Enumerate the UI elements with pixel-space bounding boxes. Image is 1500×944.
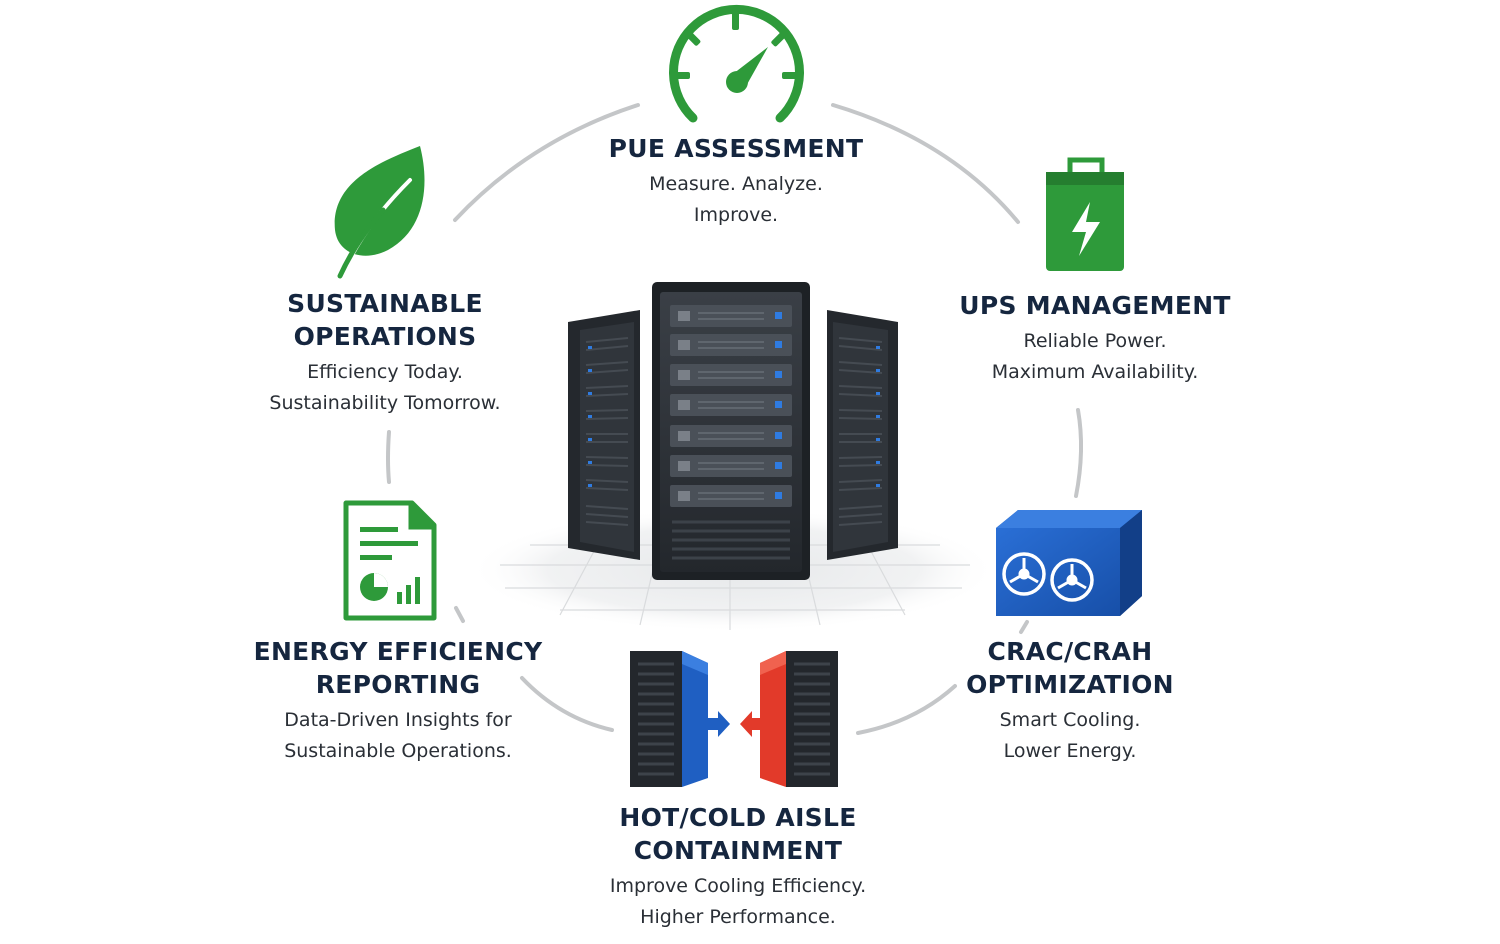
report-document-icon: [343, 500, 437, 621]
node-title: HOT/COLD AISLE CONTAINMENT: [578, 801, 898, 867]
leaf-icon: [334, 146, 425, 279]
title-line: OPTIMIZATION: [966, 670, 1174, 699]
title-line: PUE ASSESSMENT: [608, 134, 864, 163]
subtitle-line: Lower Energy.: [1003, 740, 1137, 762]
subtitle-line: Maximum Availability.: [991, 361, 1199, 383]
arc-aisle-to-reporting: [520, 676, 614, 732]
node-title: CRAC/CRAH OPTIMIZATION: [930, 635, 1210, 701]
title-line: OPERATIONS: [293, 322, 477, 351]
left-server-rack: [568, 310, 640, 560]
arc-ups-to-crac: [1074, 408, 1084, 498]
node-ups-management: UPS MANAGEMENT Reliable Power. Maximum A…: [945, 289, 1245, 388]
subtitle-line: Reliable Power.: [1023, 330, 1167, 352]
subtitle-line: Efficiency Today.: [307, 361, 463, 383]
node-title: UPS MANAGEMENT: [945, 289, 1245, 322]
node-pue-assessment: PUE ASSESSMENT Measure. Analyze. Improve…: [586, 132, 886, 231]
battery-icon: [1046, 157, 1124, 271]
node-crac-crah-optimization: CRAC/CRAH OPTIMIZATION Smart Cooling. Lo…: [930, 635, 1210, 767]
arc-sustainable-to-pue: [453, 103, 640, 222]
node-subtitle: Improve Cooling Efficiency. Higher Perfo…: [578, 871, 898, 933]
title-line: HOT/COLD AISLE: [619, 803, 857, 832]
server-units: [670, 305, 792, 507]
subtitle-line: Improve Cooling Efficiency.: [609, 875, 867, 897]
subtitle-line: Higher Performance.: [640, 906, 836, 928]
connector-arcs: [386, 103, 1084, 735]
center-server-rack: [652, 282, 810, 580]
subtitle-line: Improve.: [693, 204, 779, 226]
node-title: PUE ASSESSMENT: [586, 132, 886, 165]
cooling-unit-icon: [996, 510, 1142, 616]
title-line: REPORTING: [315, 670, 481, 699]
title-line: UPS MANAGEMENT: [959, 291, 1231, 320]
title-line: CRAC/CRAH: [987, 637, 1153, 666]
node-sustainable-operations: SUSTAINABLE OPERATIONS Efficiency Today.…: [235, 287, 535, 419]
node-energy-efficiency-reporting: ENERGY EFFICIENCY REPORTING Data-Driven …: [238, 635, 558, 767]
node-title: SUSTAINABLE OPERATIONS: [235, 287, 535, 353]
right-server-rack: [827, 310, 898, 560]
node-subtitle: Efficiency Today. Sustainability Tomorro…: [235, 357, 535, 419]
server-racks-icon: [568, 282, 898, 580]
aisle-containment-icon: [630, 651, 838, 787]
hot-aisle-rack: [740, 651, 838, 787]
subtitle-line: Measure. Analyze.: [649, 173, 823, 195]
arc-crac-tick: [1019, 620, 1029, 634]
node-subtitle: Reliable Power. Maximum Availability.: [945, 326, 1245, 388]
arc-reporting-tick: [454, 606, 465, 623]
subtitle-line: Data-Driven Insights for: [284, 709, 512, 731]
node-subtitle: Measure. Analyze. Improve.: [586, 169, 886, 231]
subtitle-line: Sustainability Tomorrow.: [269, 392, 501, 414]
arc-reporting-to-sustainable: [386, 430, 391, 484]
speedometer-icon: [669, 4, 804, 123]
node-title: ENERGY EFFICIENCY REPORTING: [238, 635, 558, 701]
title-line: ENERGY EFFICIENCY: [253, 637, 543, 666]
title-line: SUSTAINABLE: [287, 289, 483, 318]
node-subtitle: Data-Driven Insights for Sustainable Ope…: [238, 705, 558, 767]
subtitle-line: Sustainable Operations.: [284, 740, 512, 762]
node-hot-cold-aisle-containment: HOT/COLD AISLE CONTAINMENT Improve Cooli…: [578, 801, 898, 933]
node-subtitle: Smart Cooling. Lower Energy.: [930, 705, 1210, 767]
arc-crac-to-aisle: [856, 684, 957, 735]
arc-pue-to-ups: [831, 103, 1020, 224]
subtitle-line: Smart Cooling.: [999, 709, 1141, 731]
cold-aisle-rack: [630, 651, 730, 787]
title-line: CONTAINMENT: [633, 836, 843, 865]
